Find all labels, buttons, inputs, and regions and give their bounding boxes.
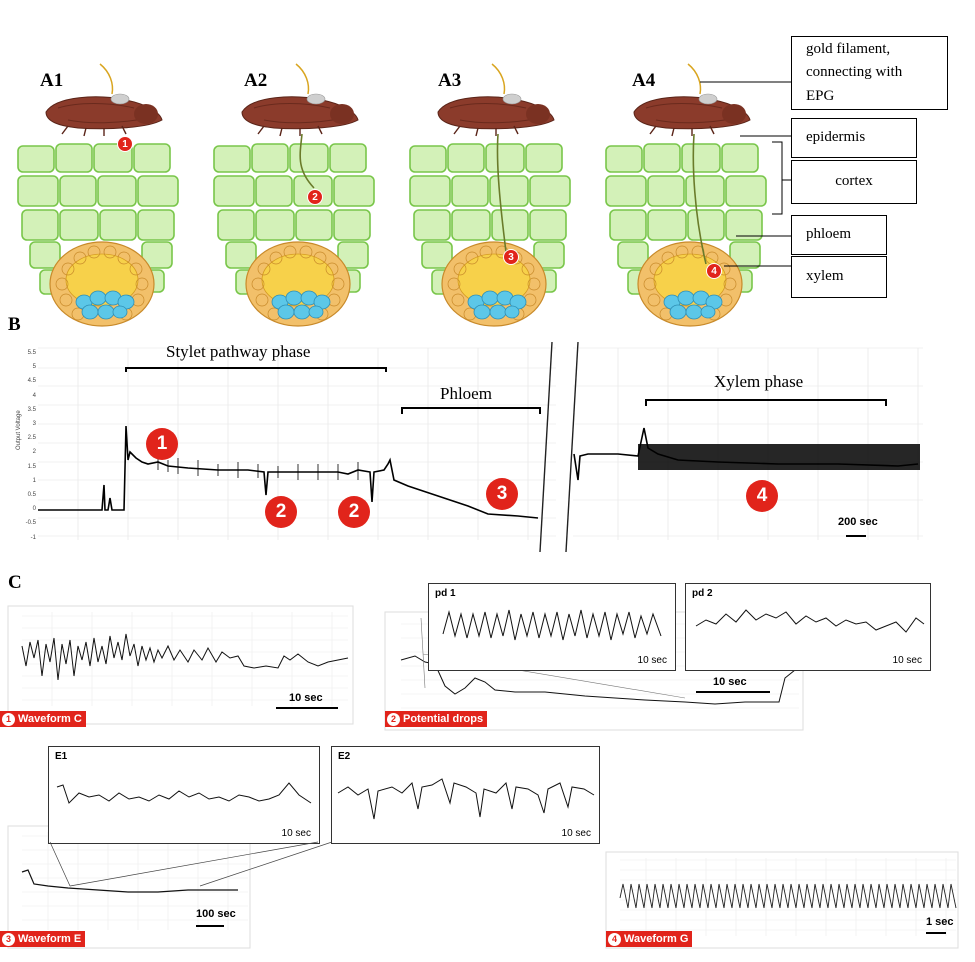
stylet-marker-1: 1 — [117, 136, 133, 152]
stylet-marker-2: 2 — [307, 189, 323, 205]
waveform-e-scale-bar — [196, 925, 224, 927]
waveform-c-scale-bar — [276, 707, 338, 709]
waveform-g-scale-bar — [926, 932, 946, 934]
potential-drops-tag-number: 2 — [387, 712, 400, 726]
phase-label-xylem: Xylem phase — [714, 372, 804, 391]
trace-marker-2a: 2 — [265, 496, 297, 528]
inset-pd2-title: pd 2 — [692, 588, 713, 599]
panel-b-ytick: 1 — [32, 477, 36, 484]
callout-phloem: phloem — [791, 215, 887, 255]
panel-b-yaxis-title: Output Voltage — [16, 410, 22, 450]
inset-pd2-trace — [695, 609, 925, 633]
callout-epidermis: epidermis — [791, 118, 917, 158]
panel-label-a4: A4 — [632, 70, 656, 91]
inset-pd1-scale: 10 sec — [637, 655, 667, 666]
waveform-e-zoom-lines — [49, 841, 333, 887]
panel-b-ytick: 5.5 — [27, 350, 36, 356]
panel-b-ytick: 0 — [32, 506, 36, 513]
waveform-g-tag-number: 4 — [608, 932, 621, 946]
inset-pd1: pd 1 10 sec — [428, 583, 676, 671]
callout-leaders — [700, 81, 791, 267]
inset-pd1-trace — [442, 609, 662, 641]
waveform-e-tag-number: 3 — [2, 932, 15, 946]
panel-b-ytick: 3 — [32, 421, 36, 427]
illustration-a1 — [17, 63, 179, 327]
waveform-c-trace — [7, 605, 354, 725]
panel-label-b: B — [8, 314, 21, 335]
waveform-g-tag-label: Waveform G — [624, 933, 689, 945]
panel-b-scale-label: 200 sec — [838, 516, 878, 528]
trace-marker-4: 4 — [746, 480, 778, 512]
illustration-a2 — [213, 63, 375, 327]
panel-b-ytick: 5 — [32, 364, 36, 371]
waveform-g-scale-label: 1 sec — [926, 916, 954, 928]
callout-xylem: xylem — [791, 256, 887, 298]
panel-label-a2: A2 — [244, 70, 268, 91]
phase-label-phloem: Phloem — [440, 384, 492, 403]
waveform-g-tag: 4 Waveform G — [606, 931, 693, 947]
inset-e2-trace — [337, 778, 595, 820]
inset-e2-scale: 10 sec — [561, 828, 591, 839]
potential-drops-scale-bar — [696, 691, 770, 693]
waveform-e-trace — [7, 825, 251, 949]
panel-label-a1: A1 — [40, 70, 64, 91]
panel-b-ytick: 0.5 — [27, 492, 36, 498]
waveform-e-tag: 3 Waveform E — [0, 931, 86, 947]
illustration-a3 — [409, 63, 571, 327]
waveform-e-tag-label: Waveform E — [18, 933, 82, 945]
panel-b-ytick: 2 — [32, 449, 36, 456]
inset-e2: E2 10 sec — [331, 746, 600, 844]
potential-drops-tag-label: Potential drops — [403, 713, 484, 725]
callout-gold-filament: gold filament, connecting with EPG — [791, 36, 948, 110]
panel-b-ytick: 1.5 — [27, 463, 36, 470]
waveform-c-tag: 1 Waveform C — [0, 711, 86, 727]
panel-b-ytick: -0.5 — [25, 520, 36, 527]
illustration-a4 — [605, 63, 767, 327]
panel-b-ytick: 4.5 — [27, 378, 36, 385]
waveform-c-scale-label: 10 sec — [289, 692, 323, 704]
potential-drops-scale-label: 10 sec — [713, 676, 747, 688]
trace-marker-3: 3 — [486, 478, 518, 510]
inset-pd2: pd 2 10 sec — [685, 583, 931, 671]
inset-pd1-title: pd 1 — [435, 588, 456, 599]
panel-b-scale-bar — [846, 535, 866, 537]
trace-marker-1: 1 — [146, 428, 178, 460]
stylet-marker-3: 3 — [503, 249, 519, 265]
inset-e1-title: E1 — [55, 751, 68, 762]
panel-b-ytick: 2.5 — [27, 435, 36, 442]
trace-marker-2b: 2 — [338, 496, 370, 528]
potential-drops-tag: 2 Potential drops — [385, 711, 488, 727]
panel-b-ytick: 4 — [32, 392, 36, 399]
panel-b-ytick: -1 — [30, 534, 36, 541]
waveform-c-tag-number: 1 — [2, 712, 15, 726]
inset-e1: E1 10 sec — [48, 746, 320, 844]
panel-label-a3: A3 — [438, 70, 462, 91]
stylet-marker-4: 4 — [706, 263, 722, 279]
waveform-e-scale-label: 100 sec — [196, 908, 236, 920]
inset-e2-title: E2 — [338, 751, 351, 762]
inset-e1-trace — [56, 782, 312, 804]
callout-cortex: cortex — [791, 160, 917, 204]
panel-label-c: C — [8, 572, 22, 593]
phase-label-pathway: Stylet pathway phase — [166, 342, 311, 361]
waveform-g-trace — [605, 851, 959, 949]
inset-pd2-scale: 10 sec — [892, 655, 922, 666]
panel-b-ytick: 3.5 — [27, 406, 36, 413]
inset-e1-scale: 10 sec — [281, 828, 311, 839]
epg-overview-trace — [38, 341, 923, 553]
waveform-c-tag-label: Waveform C — [18, 713, 82, 725]
